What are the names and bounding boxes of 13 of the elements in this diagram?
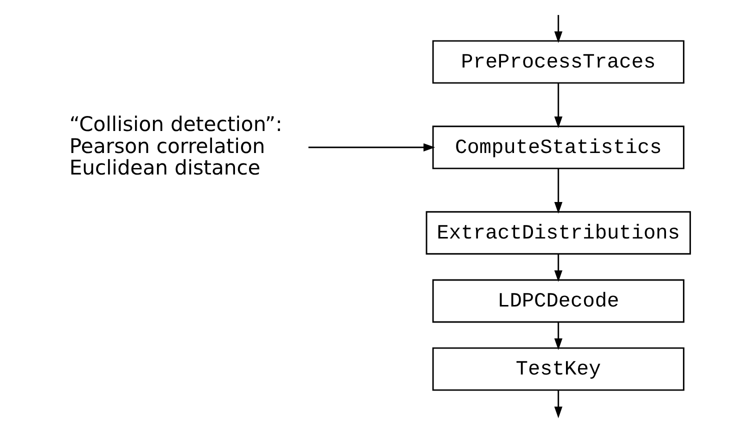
arrow [554,390,562,418]
node-box: TestKey [432,347,684,391]
node-box: ExtractDistributions [426,211,691,255]
arrow [554,82,562,128]
node-box: LDPCDecode [432,279,684,323]
arrow [554,168,562,214]
node-box: PreProcessTraces [432,40,684,84]
arrow [308,143,436,152]
node-box: ComputeStatistics [432,126,684,170]
arrow [554,322,562,350]
arrow [554,254,562,282]
node-text: “Collision detection”: Pearson correlation Euclidean distance [69,112,282,180]
arrow [554,14,562,43]
